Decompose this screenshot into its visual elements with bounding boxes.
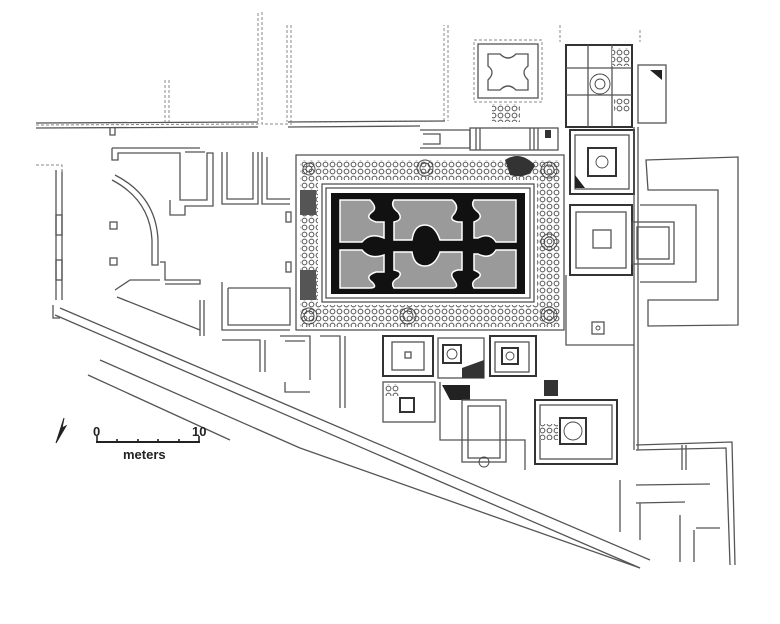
lower-rooms	[382, 335, 618, 470]
left-rooms	[36, 147, 292, 336]
scale-bar: 0 10 meters	[93, 424, 206, 462]
fountain-court	[420, 39, 559, 151]
scale-end-label: 10	[192, 424, 206, 439]
scale-start-label: 0	[93, 424, 100, 439]
upper-walls	[35, 12, 641, 136]
top-right-rooms	[565, 44, 739, 450]
mid-walls	[222, 335, 346, 408]
scale-unit-label: meters	[123, 447, 166, 462]
north-arrow-icon	[55, 417, 68, 444]
garden-peristyle	[295, 154, 565, 331]
diagonal-street	[52, 305, 651, 569]
bottom-right-rooms	[619, 441, 736, 566]
